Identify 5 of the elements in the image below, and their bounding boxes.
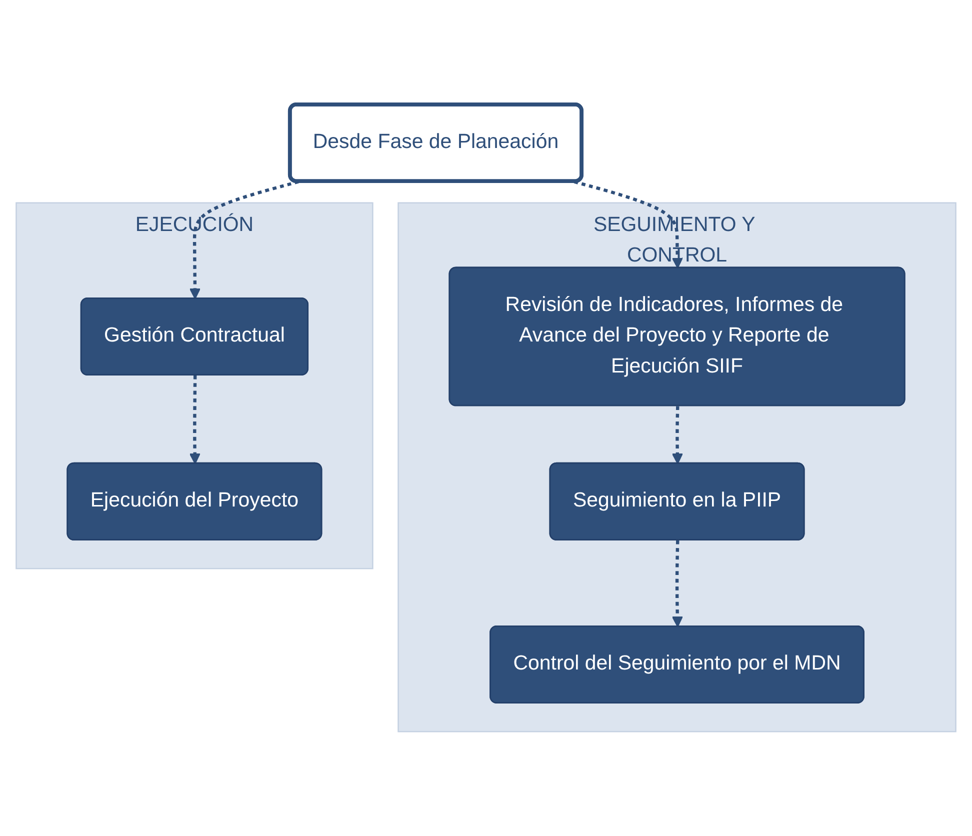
- arrow: [672, 406, 684, 464]
- arrow: [672, 540, 684, 628]
- arrow: [189, 180, 299, 300]
- arrow: [574, 180, 684, 269]
- arrow: [189, 375, 200, 464]
